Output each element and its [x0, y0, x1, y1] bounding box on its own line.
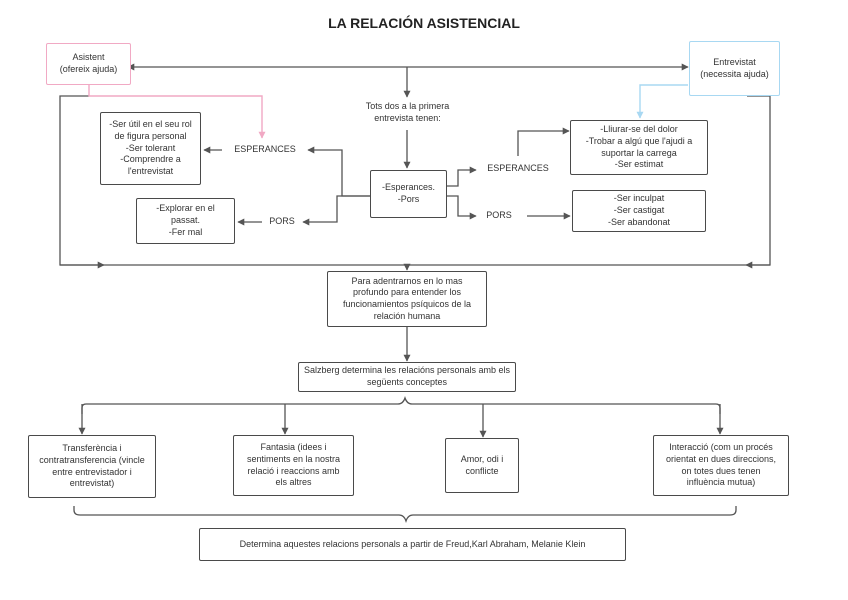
- center-to-right-esperances: [447, 166, 477, 187]
- diagram-title: LA RELACIÓN ASISTENCIAL: [328, 15, 520, 31]
- transferencia-box: Transferència i contratransferencia (vin…: [28, 435, 156, 498]
- determina-box: Determina aquestes relacions personals a…: [199, 528, 626, 561]
- center-to-left-pors: [302, 195, 370, 226]
- right-esperances-list-text: -Lliurar-se del dolor -Trobar a algú que…: [585, 124, 693, 170]
- center-to-right-pors: [447, 195, 477, 220]
- adentrarnos-text: Para adentrarnos en lo mas profundo para…: [342, 275, 472, 321]
- center-box: -Esperances. -Pors: [370, 170, 447, 218]
- center-text: -Esperances. -Pors: [381, 182, 436, 204]
- entrevistat-to-esperances-blue: [636, 84, 688, 119]
- right-pors-list-text: -Ser inculpat -Ser castigat -Ser abandon…: [607, 193, 671, 227]
- amor-box: Amor, odi i conflicte: [445, 438, 519, 493]
- entrevistat-to-bottom-line: [745, 95, 771, 269]
- transferencia-text: Transferència i contratransferencia (vin…: [39, 443, 145, 489]
- right-pors-list: -Ser inculpat -Ser castigat -Ser abandon…: [572, 190, 706, 232]
- left-esperances-label: ESPERANCES: [234, 144, 296, 154]
- bottom-brace: [73, 506, 737, 524]
- entrevistat-box: Entrevistat (necessita ajuda): [689, 41, 780, 96]
- asistent-box: Asistent (ofereix ajuda): [46, 43, 131, 85]
- right-esperances-list: -Lliurar-se del dolor -Trobar a algú que…: [570, 120, 708, 175]
- salzberg-box: Salzberg determina les relacións persona…: [298, 362, 516, 392]
- right-esperances-label: ESPERANCES: [487, 163, 549, 173]
- entrevistat-text: Entrevistat (necessita ajuda): [700, 56, 769, 79]
- asistent-to-esperances-pink: [88, 85, 266, 139]
- right-esperances-to-list: [517, 127, 570, 156]
- fantasia-box: Fantasia (idees i sentiments en la nostr…: [233, 435, 354, 496]
- left-pors-list-text: -Explorar en el passat. -Fer mal: [156, 203, 215, 237]
- interaccio-box: Interacció (com un procés orientat en du…: [653, 435, 789, 496]
- right-pors-label: PORS: [486, 210, 512, 220]
- asistent-text: Asistent (ofereix ajuda): [59, 52, 118, 74]
- left-esperances-list: -Ser útil en el seu rol de figura person…: [100, 112, 201, 185]
- left-pors-label: PORS: [269, 216, 295, 226]
- fantasia-text: Fantasia (idees i sentiments en la nostr…: [246, 442, 341, 488]
- asistent-to-bottom-line: [59, 95, 105, 269]
- tots-dos-text: Tots dos a la primera entrevista tenen:: [365, 101, 450, 123]
- amor-text: Amor, odi i conflicte: [460, 453, 504, 476]
- adentrarnos-box: Para adentrarnos en lo mas profundo para…: [327, 271, 487, 327]
- left-esperances-list-text: -Ser útil en el seu rol de figura person…: [109, 119, 192, 177]
- determina-text: Determina aquestes relacions personals a…: [239, 538, 586, 549]
- interaccio-text: Interacció (com un procés orientat en du…: [665, 442, 777, 488]
- center-to-left-esperances: [307, 146, 370, 197]
- salzberg-brace: [81, 395, 721, 414]
- left-pors-list: -Explorar en el passat. -Fer mal: [136, 198, 235, 244]
- salzberg-text: Salzberg determina les relacións persona…: [303, 365, 511, 387]
